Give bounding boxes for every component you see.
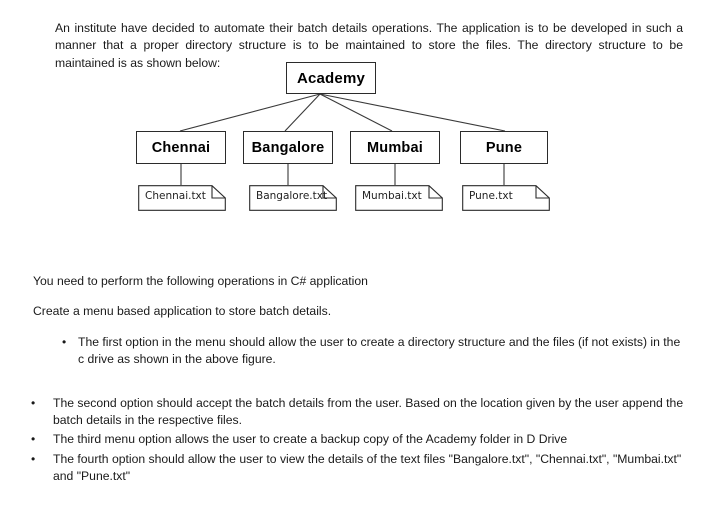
list-item: • The third menu option allows the user … [31,431,686,448]
file-label: Mumbai.txt [362,190,422,202]
diagram-file-mumbai: Mumbai.txt [355,185,443,211]
connector-academy-bangalore [284,93,321,132]
diagram-node-mumbai: Mumbai [350,131,440,164]
directory-structure-diagram: Academy Chennai Bangalore Mumbai Pune Ch… [0,55,707,225]
connector-academy-pune [319,93,506,132]
list-item: • The second option should accept the ba… [31,395,686,429]
bullet-marker: • [31,451,36,466]
indented-bullet-list: • The first option in the menu should al… [62,334,683,369]
diagram-node-chennai: Chennai [136,131,226,164]
connector-lines [179,93,506,185]
file-icon [138,185,226,211]
operations-heading: You need to perform the following operat… [33,274,368,288]
connector-academy-chennai [179,93,321,132]
connector-academy-mumbai [319,93,393,132]
list-item-text: The second option should accept the batc… [53,396,684,428]
diagram-node-bangalore: Bangalore [243,131,333,164]
file-icon [462,185,550,211]
create-menu-line: Create a menu based application to store… [33,304,332,318]
list-item: • The fourth option should allow the use… [31,451,686,485]
diagram-file-chennai: Chennai.txt [138,185,226,211]
diagram-file-bangalore: Bangalore.txt [249,185,337,211]
diagram-node-pune: Pune [460,131,548,164]
file-label: Bangalore.txt [256,190,328,202]
intro-paragraph: An institute have decided to automate th… [55,21,683,70]
diagram-file-pune: Pune.txt [462,185,550,211]
bullet-marker: • [31,432,36,447]
diagram-node-academy: Academy [286,62,376,94]
main-bullet-list: • The second option should accept the ba… [31,395,686,487]
list-item: • The first option in the menu should al… [62,334,683,368]
list-item-text: The first option in the menu should allo… [78,335,681,367]
file-label: Pune.txt [469,190,513,202]
file-icon [249,185,337,211]
list-item-text: The third menu option allows the user to… [53,432,568,447]
bullet-marker: • [62,335,67,349]
list-item-text: The fourth option should allow the user … [53,451,682,483]
bullet-marker: • [31,396,36,410]
file-label: Chennai.txt [145,190,206,202]
file-icon [355,185,443,211]
